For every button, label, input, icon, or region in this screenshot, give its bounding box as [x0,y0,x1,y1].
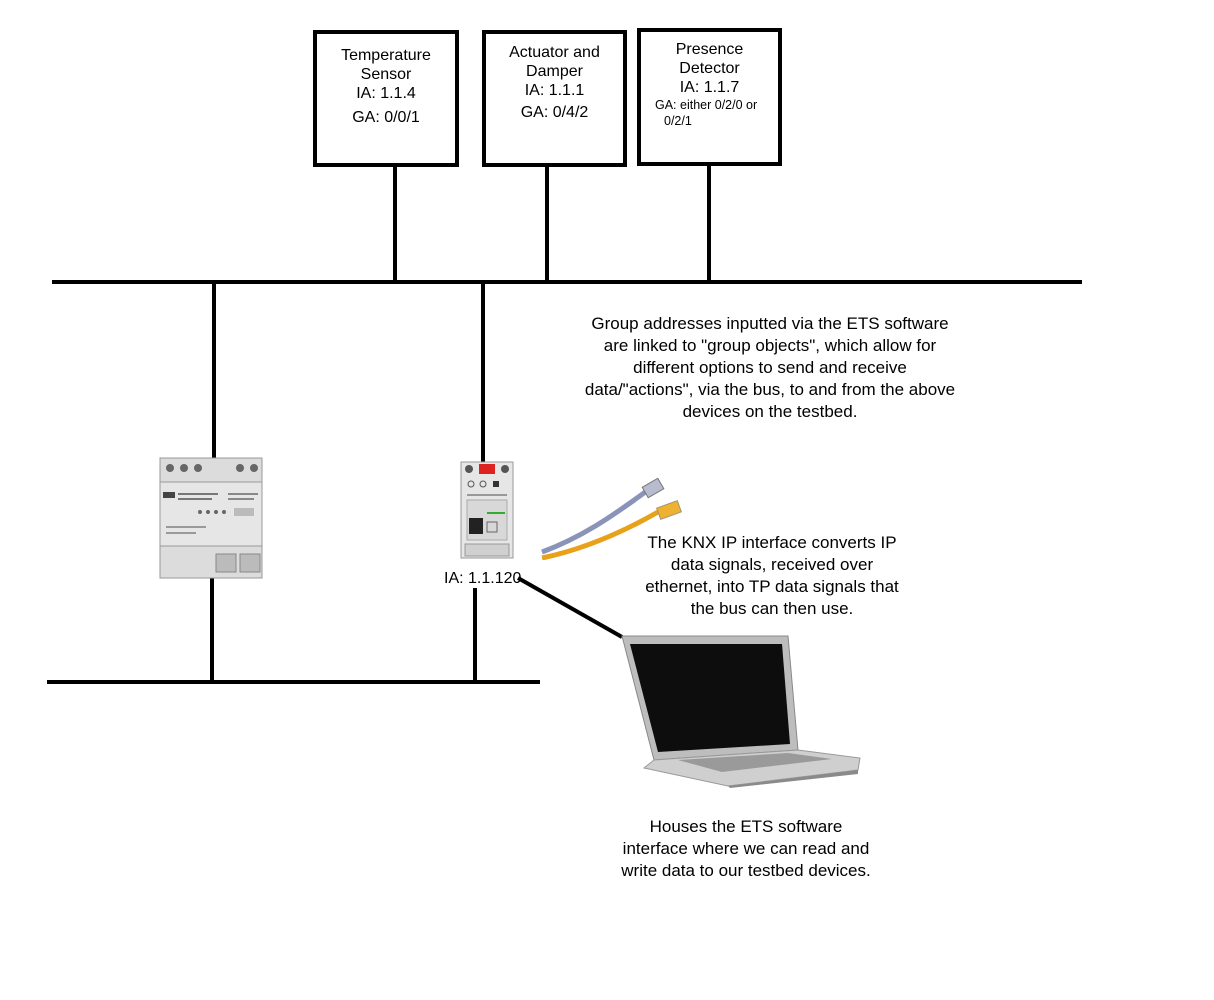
power-supply-illustration [159,457,263,579]
group-addresses-line-2: are linked to "group objects", which all… [603,336,937,355]
actuator-damper-label: Actuator and Damper IA: 1.1.1 GA: 0/4/2 [482,43,627,122]
laptop-illustration [621,635,861,788]
group-addresses-caption: Group addresses inputted via the ETS sof… [556,313,984,423]
temperature-sensor-name-1: Temperature [341,47,431,64]
presence-detector-label: Presence Detector IA: 1.1.7 [637,40,782,97]
actuator-damper-box [482,30,627,167]
presence-detector-box [637,28,782,166]
laptop-wire [517,576,623,639]
knx-ip-interface-illustration [460,461,514,559]
laptop-caption: Houses the ETS software interface where … [596,816,896,882]
ip-interface-ia: IA: 1.1.120 [444,570,522,587]
presence-detector-name-1: Presence [675,41,744,58]
knx-ip-line-4: the bus can then use. [690,599,854,618]
temperature-sensor-ia: IA: 1.1.4 [356,85,416,102]
actuator-damper-name-2: Damper [526,63,583,80]
presence-detector-ga-1: GA: either 0/2/0 or [655,98,758,112]
group-addresses-line-3: different options to send and receive [633,358,907,377]
laptop-line-1: Houses the ETS software [649,817,843,836]
actuator-damper-ga: GA: 0/4/2 [520,104,589,121]
presence-detector-ia: IA: 1.1.7 [679,79,740,96]
laptop-line-3: write data to our testbed devices. [621,861,871,880]
presence-detector-ga-2: 0/2/1 [664,114,692,128]
actuator-damper-name-1: Actuator and [509,44,600,61]
knx-ip-line-2: data signals, received over [670,555,874,574]
laptop-line-2: interface where we can read and [622,839,870,858]
temperature-sensor-name-2: Sensor [360,66,412,83]
group-addresses-line-4: data/"actions", via the bus, to and from… [584,380,956,399]
group-addresses-line-5: devices on the testbed. [682,402,858,421]
temperature-sensor-label: Temperature Sensor IA: 1.1.4 GA: 0/0/1 [313,46,459,127]
temperature-sensor-box [313,30,459,167]
presence-detector-ga: GA: either 0/2/0 or 0/2/1 [655,97,757,129]
actuator-damper-ia: IA: 1.1.1 [524,82,585,99]
knx-ip-line-3: ethernet, into TP data signals that [645,577,899,596]
temperature-sensor-ga: GA: 0/0/1 [352,109,420,126]
ethernet-cable-illustration [541,478,683,560]
group-addresses-line-1: Group addresses inputted via the ETS sof… [591,314,949,333]
knx-ip-line-1: The KNX IP interface converts IP [647,533,897,552]
presence-detector-name-2: Detector [679,60,740,77]
knx-ip-caption: The KNX IP interface converts IP data si… [620,532,924,620]
